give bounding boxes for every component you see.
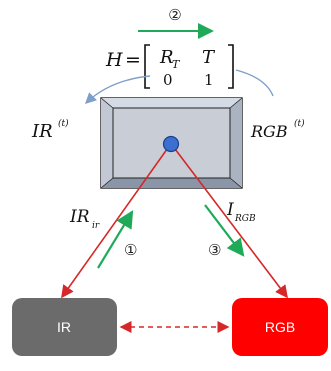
matrix-r22: 1: [204, 71, 214, 89]
matrix-r11: R: [159, 47, 174, 68]
ir-link-sub: ir: [92, 221, 100, 231]
target-center-dot: [162, 135, 180, 153]
ir-camera-label: IR: [57, 319, 71, 335]
step-3-label: ③: [208, 241, 221, 259]
ir-frame-label: IR: [31, 121, 53, 142]
curve-to-ir-frame: [84, 75, 151, 104]
matrix-equals: =: [125, 49, 141, 71]
projection-line-to-rgb: [171, 144, 288, 299]
rgb-frame-label: RGB: [250, 122, 288, 141]
rgb-camera-box: [232, 298, 328, 356]
ir-link-label: IR: [69, 207, 90, 227]
rgb-camera-label: RGB: [265, 319, 295, 335]
step-1-label: ①: [124, 241, 137, 259]
rgb-link-label: I: [226, 200, 234, 220]
matrix-left-bracket: [144, 44, 150, 89]
rgb-frame-sup: (t): [294, 118, 305, 129]
target-to-rgb-arrow: [204, 204, 245, 257]
matrix-right-bracket: [228, 44, 234, 89]
step-2-label: ②: [168, 6, 181, 24]
homography-matrix: H = R T T 0 1: [105, 44, 234, 89]
rgb-link-sub: RGB: [234, 214, 256, 224]
ir-to-target-arrow: [97, 210, 134, 269]
matrix-lhs: H: [105, 49, 123, 71]
ir-frame-sup: (t): [58, 118, 69, 129]
matrix-r11-sub: T: [172, 58, 181, 71]
matrix-r21: 0: [163, 71, 173, 89]
curve-to-rgb-frame: [235, 69, 274, 97]
matrix-r12: T: [202, 47, 216, 68]
ir-camera-box: [12, 298, 117, 356]
projection-line-to-ir: [61, 144, 171, 299]
